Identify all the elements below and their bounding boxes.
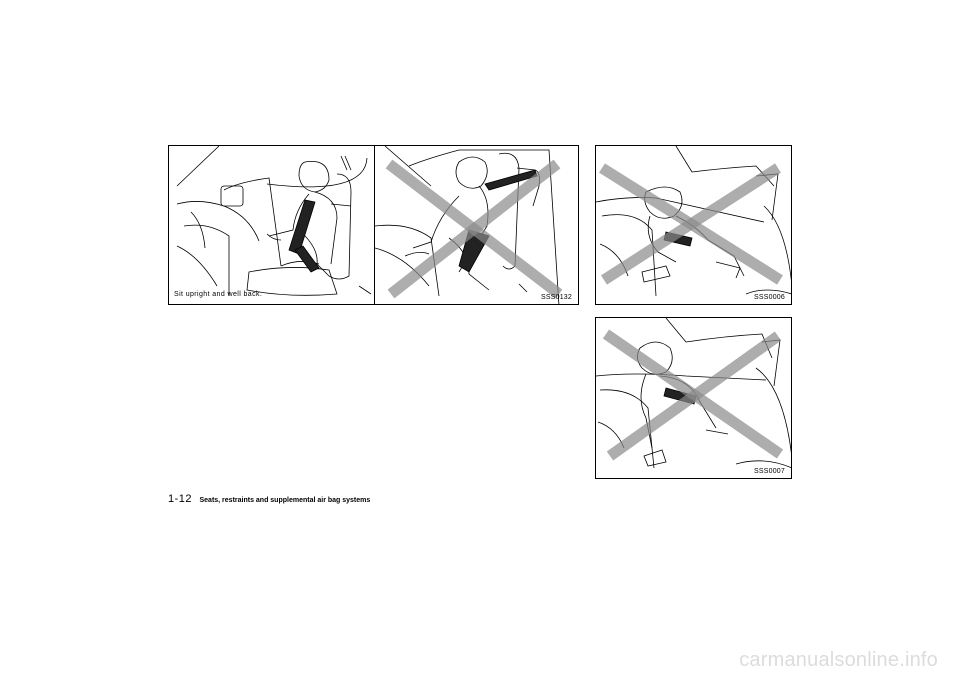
figure-incorrect-leaning-forward: SSS0006 xyxy=(595,145,792,305)
figure-caption: Sit upright and well back. xyxy=(174,291,263,298)
figure-correct-seating: Sit upright and well back. SSS0132 xyxy=(168,145,579,305)
figure-code: SSS0007 xyxy=(754,468,785,475)
illustration-incorrect-posture-1 xyxy=(596,146,791,297)
section-title: Seats, restraints and supplemental air b… xyxy=(199,497,371,504)
figure-incorrect-feet-on-dash: SSS0007 xyxy=(595,317,792,479)
page-number: 1-12 xyxy=(168,493,193,505)
illustration-incorrect-posture-2 xyxy=(596,318,791,469)
panel-divider xyxy=(374,146,375,304)
figure-code: SSS0132 xyxy=(541,294,572,301)
illustration-seating-comparison xyxy=(176,146,563,304)
watermark: carmanualsonline.info xyxy=(739,649,938,671)
page-footer: 1-12 Seats, restraints and supplemental … xyxy=(168,489,370,507)
figure-code: SSS0006 xyxy=(754,294,785,301)
